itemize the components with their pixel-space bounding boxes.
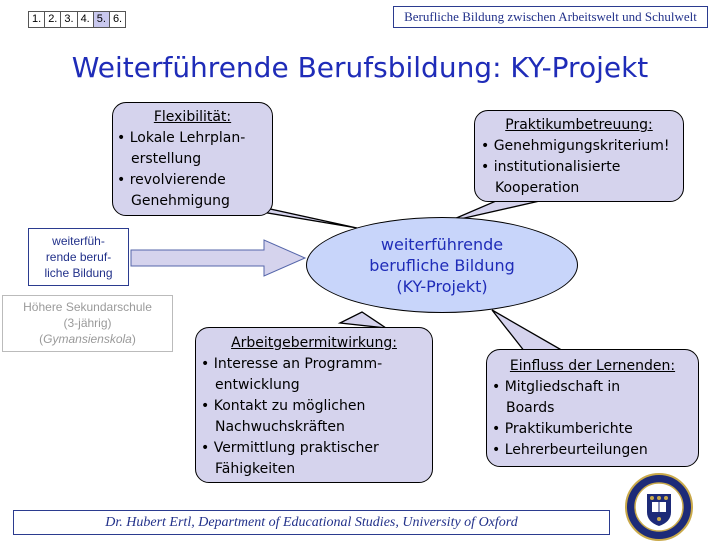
grey-box-paren-close: ) [131,332,136,346]
bubble-learners-line-1: • Mitgliedschaft in [492,379,621,395]
center-topic-ellipse: weiterführende berufliche Bildung (KY-Pr… [306,217,578,313]
footer-credit: Dr. Hubert Ertl, Department of Education… [105,514,518,530]
bubble-employer-line-5: • Vermittlung praktischer [201,440,379,456]
bubble-employer-line-1: • Interesse an Programm- [201,356,383,372]
bubble-employer-line-4: Nachwuchskräften [215,419,345,435]
bubble-employer-heading: Arbeitgebermitwirkung: [231,335,397,351]
grey-box-line-1: Höhere Sekundarschule [23,300,152,314]
bubble-flexibility-line-3: • revolvierende [117,172,226,188]
bubble-learners-line-4: • Lehrerbeurteilungen [492,442,648,458]
bubble-internship-heading: Praktikumbetreuung: [505,117,653,133]
center-line-3: (KY-Projekt) [396,276,488,296]
slide-title: Weiterführende Berufsbildung: KY-Projekt [71,51,649,84]
bubble-learners: Einfluss der Lernenden: • Mitgliedschaft… [486,349,699,467]
nav-item-6[interactable]: 6. [108,11,127,28]
slide-navigation: 1. 2. 3. 4. 5. 6. [28,11,127,28]
header-subtitle: Berufliche Bildung zwischen Arbeitswelt … [404,9,697,24]
left-box-line-3: liche Bildung [44,266,113,280]
nav-item-4[interactable]: 4. [76,11,94,28]
connector-learners [491,309,568,353]
header-subtitle-box: Berufliche Bildung zwischen Arbeitswelt … [393,6,708,28]
bubble-learners-heading: Einfluss der Lernenden: [509,358,676,374]
bubble-flexibility-line-1: • Lokale Lehrplan- [117,130,246,146]
center-line-1: weiterführende [380,234,504,254]
bubble-internship-line-3: Kooperation [495,180,580,196]
bubble-flexibility: Flexibilität: • Lokale Lehrplan- erstell… [112,102,273,216]
grey-note-box: Höhere Sekundarschule (3-jährig) (Gymans… [2,295,173,352]
bubble-learners-line-3: • Praktikumberichte [492,421,633,437]
block-arrow [130,239,307,277]
center-line-2: berufliche Bildung [369,255,515,275]
connector-employer [337,311,387,329]
footer-credit-box: Dr. Hubert Ertl, Department of Education… [13,510,610,535]
bubble-flexibility-heading: Flexibilität: [153,109,232,125]
bubble-flexibility-line-2: erstellung [131,151,202,167]
bubble-employer: Arbeitgebermitwirkung: • Interesse an Pr… [195,327,433,483]
bubble-internship-line-2: • institutionalisierte [481,159,621,175]
left-box-line-1: weiterfüh- [52,234,105,248]
bubble-employer-line-2: entwicklung [215,377,300,393]
grey-box-paren-open: ( [39,332,44,346]
bubble-learners-line-2: Boards [506,400,555,416]
bubble-employer-line-3: • Kontakt zu möglichen [201,398,366,414]
bubble-flexibility-line-4: Genehmigung [131,193,230,209]
university-seal-icon [625,473,693,541]
grey-box-italic-term: Gymansienskola [43,332,132,346]
grey-box-line-3: (Gymansienskola) [3,331,172,347]
left-label-box: weiterfüh- rende beruf- liche Bildung [28,228,129,286]
bubble-internship: Praktikumbetreuung: • Genehmigungskriter… [474,110,684,202]
grey-box-line-2: (3-jährig) [63,316,112,330]
bubble-employer-line-6: Fähigkeiten [215,461,296,477]
bubble-internship-line-1: • Genehmigungskriterium! [481,138,670,154]
left-box-line-2: rende beruf- [45,250,112,264]
